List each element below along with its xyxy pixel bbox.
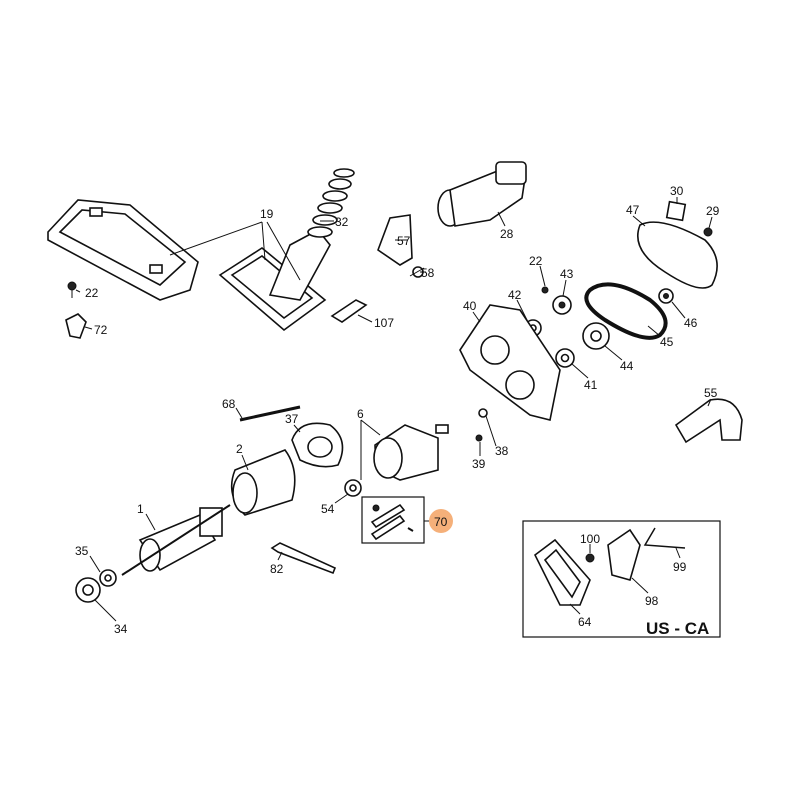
part-brush-holder[interactable] [291,422,344,468]
callout-29[interactable]: 29 [706,204,720,218]
part-bearing-41[interactable] [555,348,575,368]
part-key[interactable] [330,299,368,323]
part-stator[interactable] [230,449,296,516]
callout-43[interactable]: 43 [560,267,574,281]
leader-lines [75,197,713,622]
part-armature[interactable] [121,504,231,576]
callout-98[interactable]: 98 [645,594,659,608]
callout-22b[interactable]: 22 [529,254,543,268]
callout-57[interactable]: 57 [397,234,411,248]
highlight-circle [429,509,453,533]
callout-70-highlighted[interactable]: 70 [429,509,453,533]
part-dust-nozzle[interactable] [437,161,527,227]
callout-72[interactable]: 72 [94,323,108,337]
part-screw-39[interactable] [475,434,483,442]
callout-64[interactable]: 64 [578,615,592,629]
callout-100[interactable]: 100 [580,532,600,546]
callout-68[interactable]: 68 [222,397,236,411]
callout-35[interactable]: 35 [75,544,89,558]
part-elbow[interactable] [674,398,743,444]
callout-70[interactable]: 70 [434,515,448,529]
callout-30[interactable]: 30 [670,184,684,198]
callout-58[interactable]: 58 [421,266,435,280]
part-brush-kit[interactable] [361,496,425,544]
part-motor-housing[interactable] [373,424,449,481]
part-screw-22b[interactable] [541,286,549,294]
us-ca-variant-box [522,520,721,638]
part-screw-100[interactable] [585,553,595,563]
part-screw-29[interactable] [703,227,713,237]
part-bearing-34[interactable] [75,577,101,603]
callout-55[interactable]: 55 [704,386,718,400]
callout-38[interactable]: 38 [495,444,509,458]
callout-32[interactable]: 32 [335,215,349,229]
callout-19[interactable]: 19 [260,207,274,221]
callout-39[interactable]: 39 [472,457,486,471]
callout-2[interactable]: 2 [236,442,243,456]
callout-40[interactable]: 40 [463,299,477,313]
part-bearing-35[interactable] [99,569,117,587]
callout-1[interactable]: 1 [137,502,144,516]
part-bearing-54[interactable] [344,479,362,497]
callout-45[interactable]: 45 [660,335,674,349]
part-base-plate[interactable] [47,199,199,301]
callout-42[interactable]: 42 [508,288,522,302]
part-long-screw[interactable] [239,405,301,422]
callout-37[interactable]: 37 [285,412,299,426]
callout-labels: 19 32 22 72 57 58 107 28 30 29 47 22 43 … [75,184,720,638]
part-pulley-43[interactable] [552,295,572,315]
part-nut-46[interactable] [658,288,674,304]
part-label-30[interactable] [665,200,687,222]
callout-82[interactable]: 82 [270,562,284,576]
callout-99[interactable]: 99 [673,560,687,574]
part-gear-housing[interactable] [459,304,561,421]
part-spring-tube[interactable] [268,168,355,301]
part-wrench[interactable] [270,542,337,575]
part-belt-cover[interactable] [637,221,718,289]
callout-47[interactable]: 47 [626,203,640,217]
callout-28[interactable]: 28 [500,227,514,241]
callout-22[interactable]: 22 [85,286,99,300]
part-gear-44[interactable] [582,322,610,350]
region-label: US - CA [646,619,709,638]
part-clip[interactable] [65,313,87,339]
part-screw-22[interactable] [67,281,77,298]
callout-41[interactable]: 41 [584,378,598,392]
part-wire-99[interactable] [643,527,686,549]
callout-34[interactable]: 34 [114,622,128,636]
callout-54[interactable]: 54 [321,502,335,516]
callout-6[interactable]: 6 [357,407,364,421]
part-washer-38[interactable] [478,408,488,418]
callout-44[interactable]: 44 [620,359,634,373]
callout-107[interactable]: 107 [374,316,394,330]
part-plate-98[interactable] [607,528,641,581]
callout-46[interactable]: 46 [684,316,698,330]
part-belt[interactable] [584,282,668,340]
